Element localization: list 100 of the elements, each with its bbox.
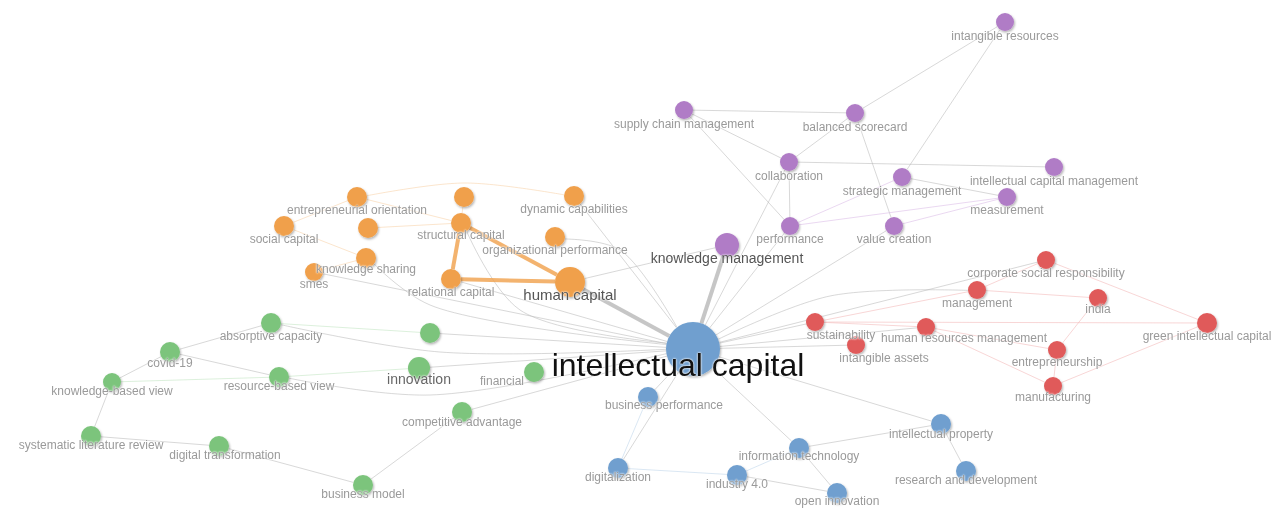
keyword-label: manufacturing — [1015, 391, 1091, 405]
keyword-label: entrepreneurship — [1011, 356, 1103, 370]
connection-line — [179, 353, 270, 376]
connection-line — [373, 263, 667, 346]
connection-line — [933, 330, 1046, 383]
connection-line — [1060, 326, 1199, 384]
connection-line — [689, 116, 785, 220]
keyword-label: entrepreneurial orientation — [286, 204, 428, 218]
keyword-label: sustainability — [806, 329, 876, 343]
connection-line — [692, 109, 847, 114]
connection-line — [798, 197, 999, 226]
connection-line — [564, 238, 678, 328]
connection-line — [584, 247, 716, 280]
keyword-label: knowledge management — [650, 251, 804, 267]
connection-line — [719, 327, 918, 347]
keyword-node — [1197, 313, 1217, 333]
connection-line — [377, 223, 452, 228]
keyword-node — [564, 186, 584, 206]
connection-line — [582, 287, 671, 338]
keyword-node — [1045, 158, 1063, 176]
keyword-label: corporate social responsibility — [967, 267, 1125, 281]
keyword-node — [781, 217, 799, 235]
keyword-node — [996, 13, 1014, 31]
keyword-node — [454, 187, 474, 207]
keyword-label: competitive advantage — [401, 416, 523, 430]
connection-line — [579, 203, 677, 329]
keyword-label: information technology — [738, 450, 860, 464]
keyword-node — [893, 168, 911, 186]
keyword-label: strategic management — [842, 185, 962, 199]
connection-line — [902, 198, 999, 225]
connection-line — [717, 289, 969, 340]
connection-line — [179, 325, 262, 350]
keyword-node — [274, 216, 294, 236]
connection-line — [280, 324, 667, 355]
keyword-label: measurement — [970, 204, 1044, 218]
connection-line — [746, 476, 828, 492]
keyword-label: balanced scorecard — [802, 121, 908, 135]
connection-line — [906, 29, 1001, 170]
keyword-label: human resources management — [880, 332, 1048, 346]
keyword-label: collaboration — [755, 170, 823, 184]
connection-line — [985, 290, 1090, 298]
keyword-label: industry 4.0 — [706, 478, 768, 492]
connection-line — [292, 200, 349, 223]
keyword-label: open innovation — [794, 495, 880, 509]
connection-line — [439, 333, 667, 348]
connection-line — [797, 161, 1046, 168]
connection-line — [862, 26, 998, 109]
connection-line — [120, 376, 270, 383]
keyword-label: dynamic capabilities — [520, 203, 628, 217]
keyword-label: systematic literature review — [18, 439, 164, 453]
connection-line — [691, 113, 782, 159]
connection-line — [934, 328, 1049, 349]
keyword-label: intellectual property — [888, 428, 994, 442]
connection-line — [718, 323, 807, 344]
connection-line — [627, 468, 728, 475]
connection-line — [795, 117, 849, 158]
keyword-label: research and development — [894, 474, 1038, 488]
connection-line — [704, 169, 786, 326]
keyword-node — [545, 227, 565, 247]
connection-line — [100, 436, 210, 446]
keyword-label: management — [942, 297, 1012, 311]
keyword-label: intangible assets — [839, 352, 929, 366]
connection-line — [228, 448, 354, 483]
keyword-node — [1048, 341, 1066, 359]
connection-line — [718, 356, 932, 422]
keyword-label: digitalization — [585, 471, 651, 485]
keyword-node — [261, 313, 281, 333]
connection-line — [823, 321, 1198, 324]
connection-line — [857, 121, 892, 218]
keyword-label: innovation — [387, 372, 451, 388]
connection-line — [718, 261, 1038, 343]
keyword-node — [846, 104, 864, 122]
connection-line — [719, 344, 848, 349]
connection-line — [823, 291, 969, 321]
keyword-node — [1037, 251, 1055, 269]
keyword-label: intangible resources — [951, 30, 1059, 44]
keyword-label: covid-19 — [147, 357, 193, 371]
keyword-label: human capital — [523, 286, 617, 304]
keyword-node — [524, 362, 544, 382]
connection-line — [460, 277, 556, 284]
keyword-node — [347, 187, 367, 207]
keyword-label: supply chain management — [613, 118, 755, 132]
keyword-node — [675, 101, 693, 119]
keyword-label: relational capital — [407, 286, 495, 300]
keyword-label: financial — [480, 375, 524, 389]
keyword-node — [441, 269, 461, 289]
connection-line — [715, 230, 887, 336]
connection-line — [366, 198, 452, 222]
keyword-label: performance — [756, 233, 824, 247]
connection-line — [709, 232, 785, 329]
connection-line — [1053, 262, 1199, 320]
keyword-node — [917, 318, 935, 336]
connection-line — [808, 425, 932, 447]
keyword-label: green intellectual capital — [1142, 330, 1272, 344]
keyword-label: business performance — [604, 399, 724, 413]
connection-line — [288, 368, 409, 377]
keyword-label: smes — [299, 278, 329, 292]
keyword-node — [780, 153, 798, 171]
keyword-label: intellectual capital management — [969, 175, 1139, 189]
keyword-node — [885, 217, 903, 235]
